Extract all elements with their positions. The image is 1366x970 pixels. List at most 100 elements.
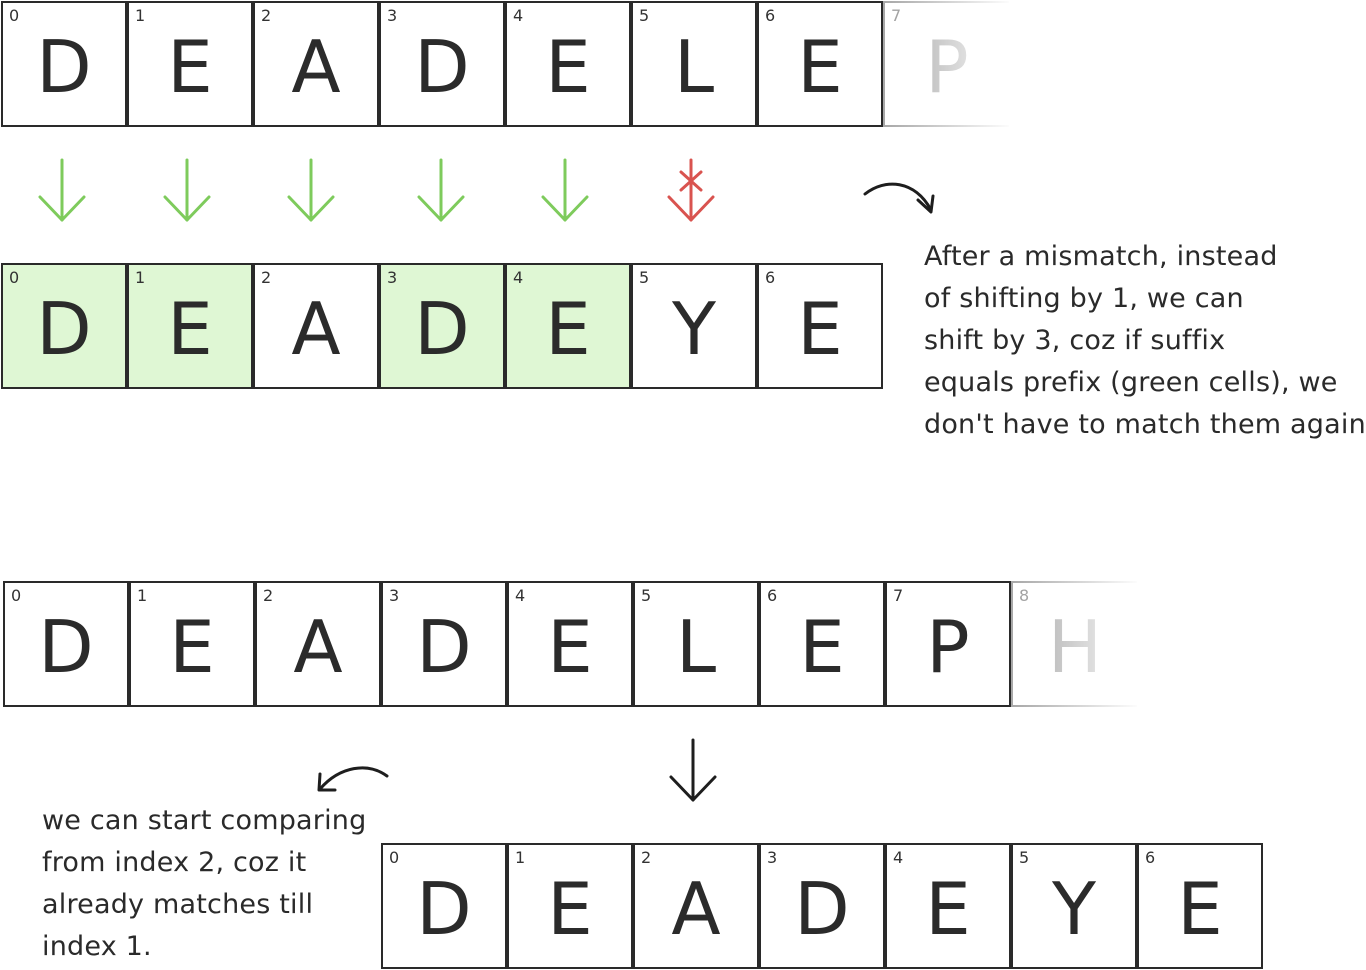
cell-char: H	[1047, 605, 1103, 689]
match-arrow-icon	[163, 158, 211, 222]
cell-char: L	[673, 25, 715, 109]
cell-index: 6	[1145, 848, 1156, 867]
down-arrow-icon	[669, 738, 717, 802]
cell-index: 1	[137, 586, 148, 605]
cell-char: E	[169, 605, 215, 689]
cell-char: A	[291, 25, 341, 109]
cell-char: D	[38, 605, 94, 689]
cell-char: Y	[672, 287, 716, 371]
cell-index: 7	[893, 586, 904, 605]
cell-index: 0	[389, 848, 400, 867]
start-note-line: already matches till	[42, 889, 314, 920]
cell-index: 3	[387, 6, 398, 25]
cell-index: 1	[135, 6, 146, 25]
cell-char: D	[36, 25, 92, 109]
cell-index: 5	[639, 6, 650, 25]
cell-char: D	[794, 867, 850, 951]
shift-note-line: of shifting by 1, we can	[924, 283, 1244, 314]
cell-char: P	[925, 25, 969, 109]
match-arrow-icon	[417, 158, 465, 222]
cell-char: E	[1177, 867, 1223, 951]
cell-index: 6	[765, 268, 776, 287]
start-note-line: we can start comparing	[42, 805, 367, 836]
shift-note-line: equals prefix (green cells), we	[924, 367, 1338, 398]
cell-char: D	[416, 867, 472, 951]
cell-index: 5	[639, 268, 650, 287]
cell-index: 1	[515, 848, 526, 867]
start-note: we can start comparing from index 2, coz…	[42, 800, 366, 968]
cell-index: 5	[641, 586, 652, 605]
cell-char: A	[293, 605, 343, 689]
cell-index: 2	[261, 6, 272, 25]
cell-index: 2	[641, 848, 652, 867]
start-note-line: index 1.	[42, 931, 152, 962]
cell-index: 6	[767, 586, 778, 605]
cell-char: E	[545, 25, 591, 109]
cell-char: A	[291, 287, 341, 371]
shift-note-line: shift by 3, coz if suffix	[924, 325, 1226, 356]
match-arrow-icon	[541, 158, 589, 222]
cell-index: 1	[135, 268, 146, 287]
cell-index: 5	[1019, 848, 1030, 867]
cell-index: 2	[261, 268, 272, 287]
cell-char: E	[547, 867, 593, 951]
cell-char: E	[167, 287, 213, 371]
cell-char: E	[547, 605, 593, 689]
cell-char: D	[414, 287, 470, 371]
cell-index: 0	[11, 586, 22, 605]
cell-index: 3	[767, 848, 778, 867]
cell-char: E	[799, 605, 845, 689]
cell-index: 3	[389, 586, 400, 605]
cell-char: P	[926, 605, 970, 689]
cell-index: 0	[9, 268, 20, 287]
cell-char: E	[797, 287, 843, 371]
match-arrow-icon	[38, 158, 86, 222]
cell-char: D	[416, 605, 472, 689]
cell-index: 4	[513, 268, 524, 287]
shift-note-line: After a mismatch, instead	[924, 241, 1278, 272]
cell-index: 4	[893, 848, 904, 867]
cell-char: L	[675, 605, 717, 689]
cell-index: 3	[387, 268, 398, 287]
cell-index: 0	[9, 6, 20, 25]
curved-arrow-icon	[317, 766, 389, 792]
cell-index: 6	[765, 6, 776, 25]
cell-char: D	[414, 25, 470, 109]
cell-char: E	[797, 25, 843, 109]
match-arrow-icon	[287, 158, 335, 222]
cell-char: A	[671, 867, 721, 951]
cell-char: E	[545, 287, 591, 371]
shift-note-line: don't have to match them again.	[924, 409, 1366, 440]
